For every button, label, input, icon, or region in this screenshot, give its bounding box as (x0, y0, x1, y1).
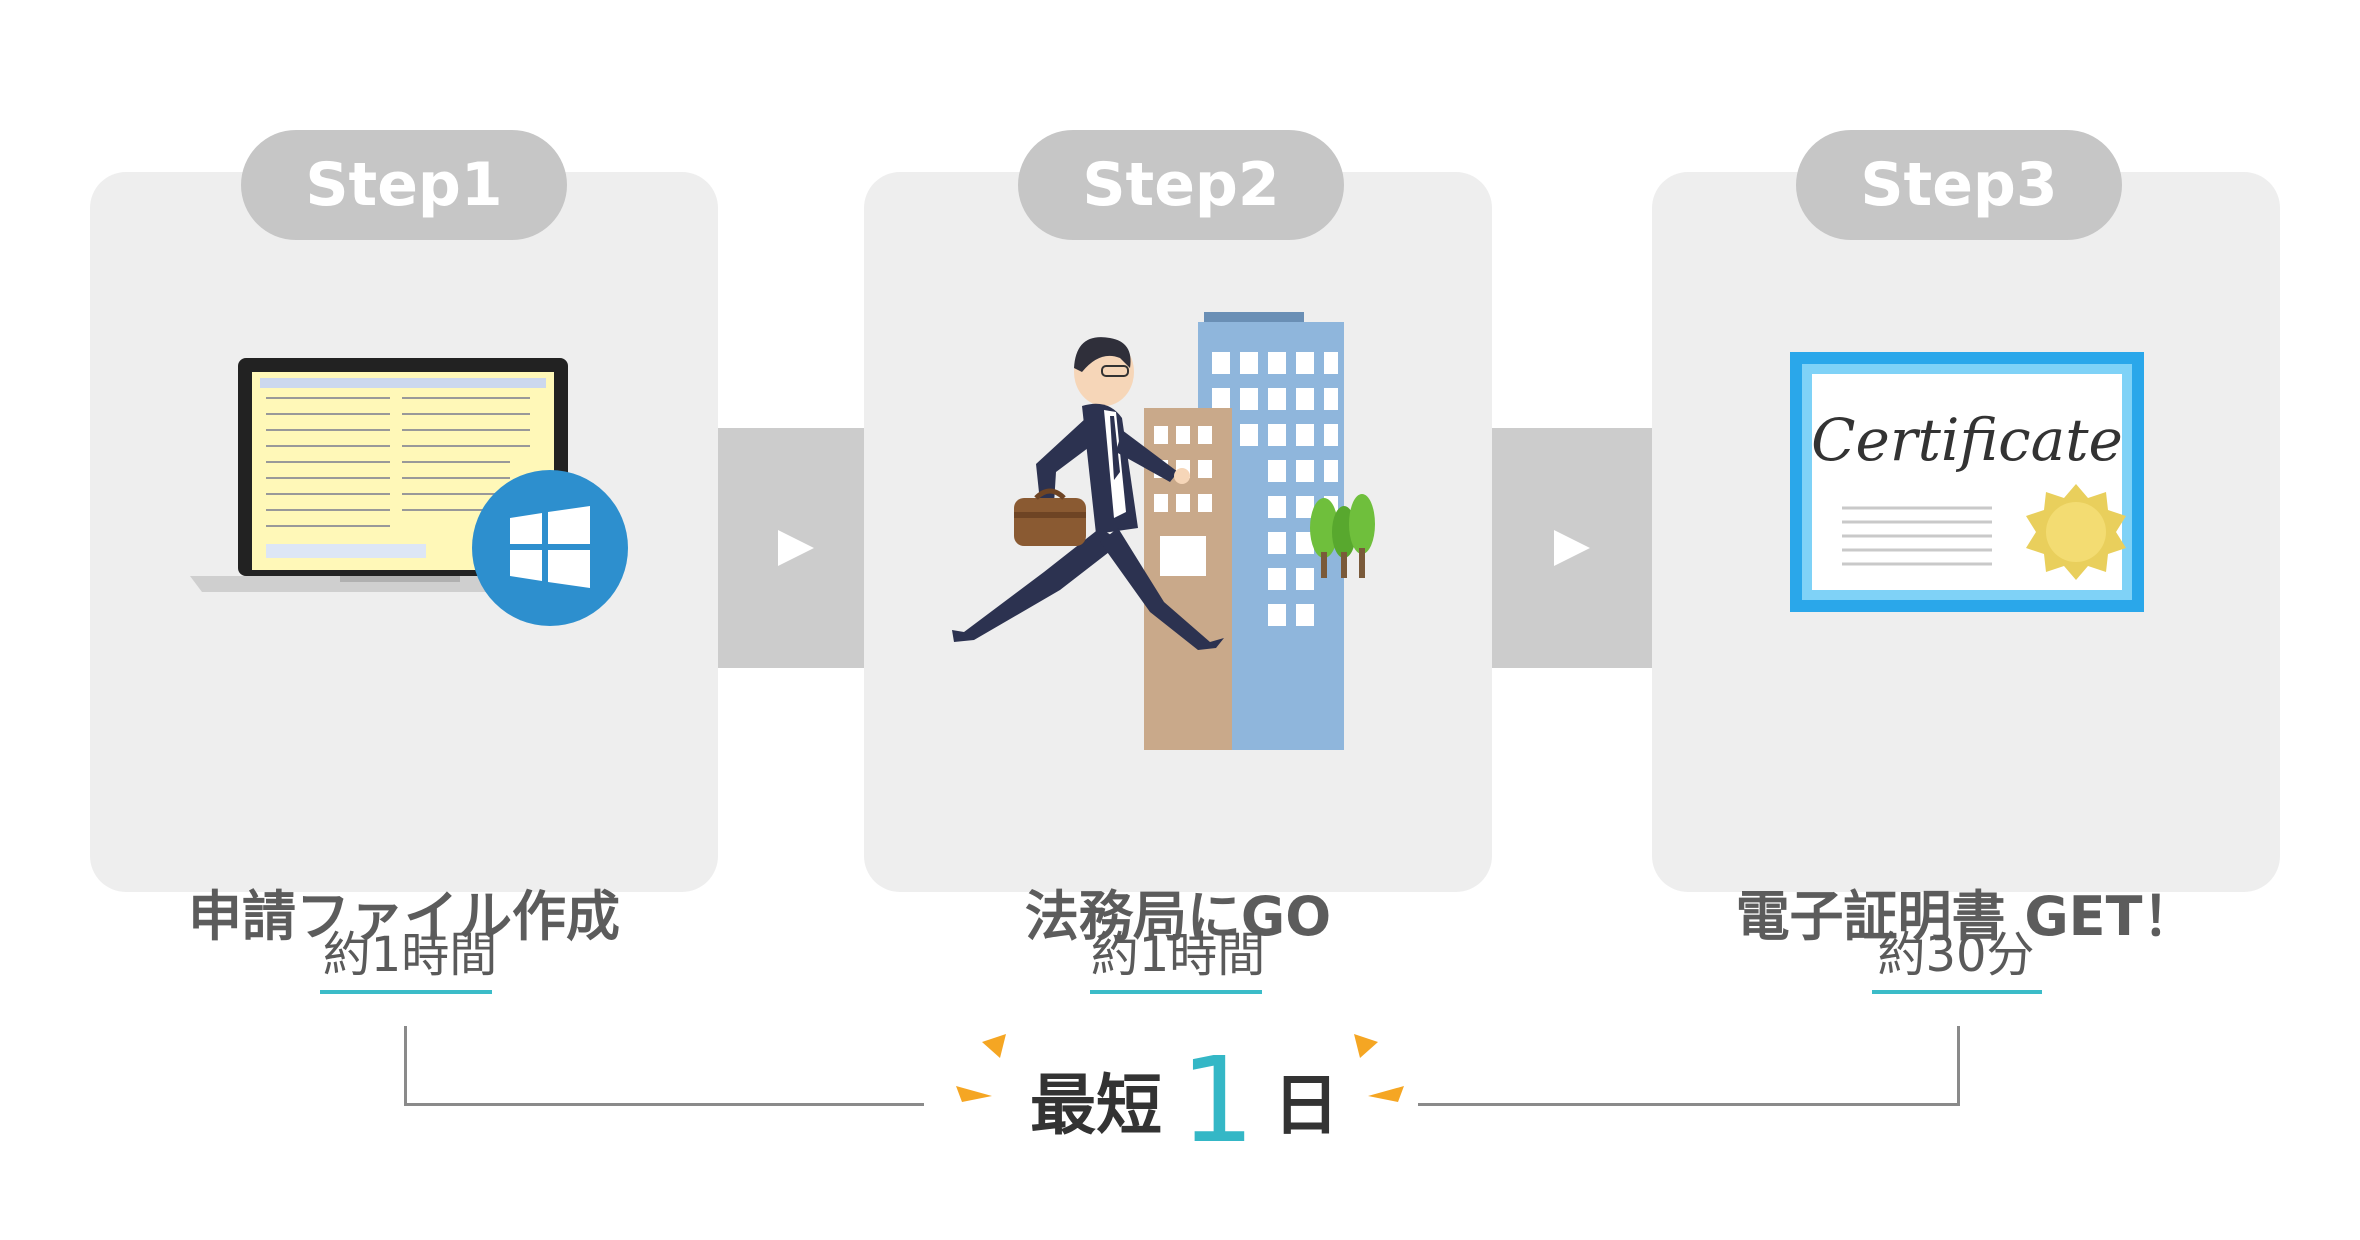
step-badge-3: Step3 (1796, 130, 2122, 240)
certificate-icon: Certificate (1652, 172, 2280, 892)
summary-number: 1 (1180, 1031, 1255, 1169)
bracket-right-horizontal (1418, 1103, 1960, 1106)
businessman-building-icon (864, 172, 1492, 892)
duration-2: 約1時間 (1068, 915, 1288, 995)
summary-prefix: 最短 (1030, 1052, 1162, 1148)
connector-1-2 (718, 428, 864, 668)
step-card-3: Certificate 電子証明書 GET！ (1652, 172, 2280, 892)
laptop-windows-icon (90, 172, 718, 892)
arrow-right-icon (718, 428, 864, 668)
duration-underline (1872, 990, 2042, 994)
duration-underline (1090, 990, 1262, 994)
duration-3: 約30分 (1846, 915, 2066, 995)
certificate-title: Certificate (1811, 406, 2123, 474)
duration-underline (320, 990, 492, 994)
summary-total: 最短 1 日 (1030, 1030, 1339, 1170)
duration-text: 約1時間 (1087, 915, 1270, 995)
sparkle-right-icon (1330, 1030, 1410, 1150)
step-card-2: 法務局にGO (864, 172, 1492, 892)
bracket-right-vertical (1957, 1026, 1960, 1106)
duration-text: 約30分 (1873, 915, 2038, 995)
duration-1: 約1時間 (300, 915, 520, 995)
bracket-left-horizontal (404, 1103, 924, 1106)
sparkle-left-icon (950, 1030, 1030, 1150)
duration-text: 約1時間 (319, 915, 502, 995)
bracket-left-vertical (404, 1026, 407, 1106)
step-badge-1: Step1 (241, 130, 567, 240)
connector-2-3 (1492, 428, 1652, 668)
arrow-right-icon (1492, 428, 1652, 668)
summary-suffix: 日 (1273, 1052, 1339, 1148)
step-badge-2: Step2 (1018, 130, 1344, 240)
step-card-1: 申請ファイル作成 (90, 172, 718, 892)
